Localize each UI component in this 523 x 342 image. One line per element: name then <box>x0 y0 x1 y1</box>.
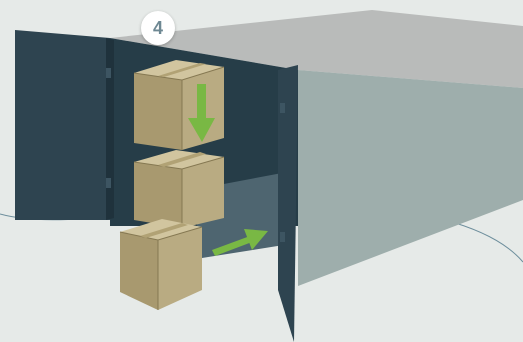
left-door-edge <box>106 38 114 220</box>
container-roof <box>110 10 523 88</box>
left-door-hinge-bottom <box>106 178 111 188</box>
container-side-wall <box>298 70 523 286</box>
left-door <box>15 30 110 220</box>
step-number: 4 <box>152 17 163 38</box>
left-door-hinge-top <box>106 68 111 78</box>
box-middle <box>133 150 225 228</box>
right-arrow-icon <box>212 229 268 256</box>
right-door-hinge-bottom <box>280 232 285 242</box>
box-bottom <box>119 219 203 310</box>
step-number-badge: 4 <box>141 11 175 45</box>
box-top <box>133 60 225 150</box>
right-door <box>278 65 298 342</box>
background-curve-right <box>444 219 523 263</box>
right-door-hinge-top <box>280 103 285 113</box>
down-arrow-icon <box>188 84 215 142</box>
